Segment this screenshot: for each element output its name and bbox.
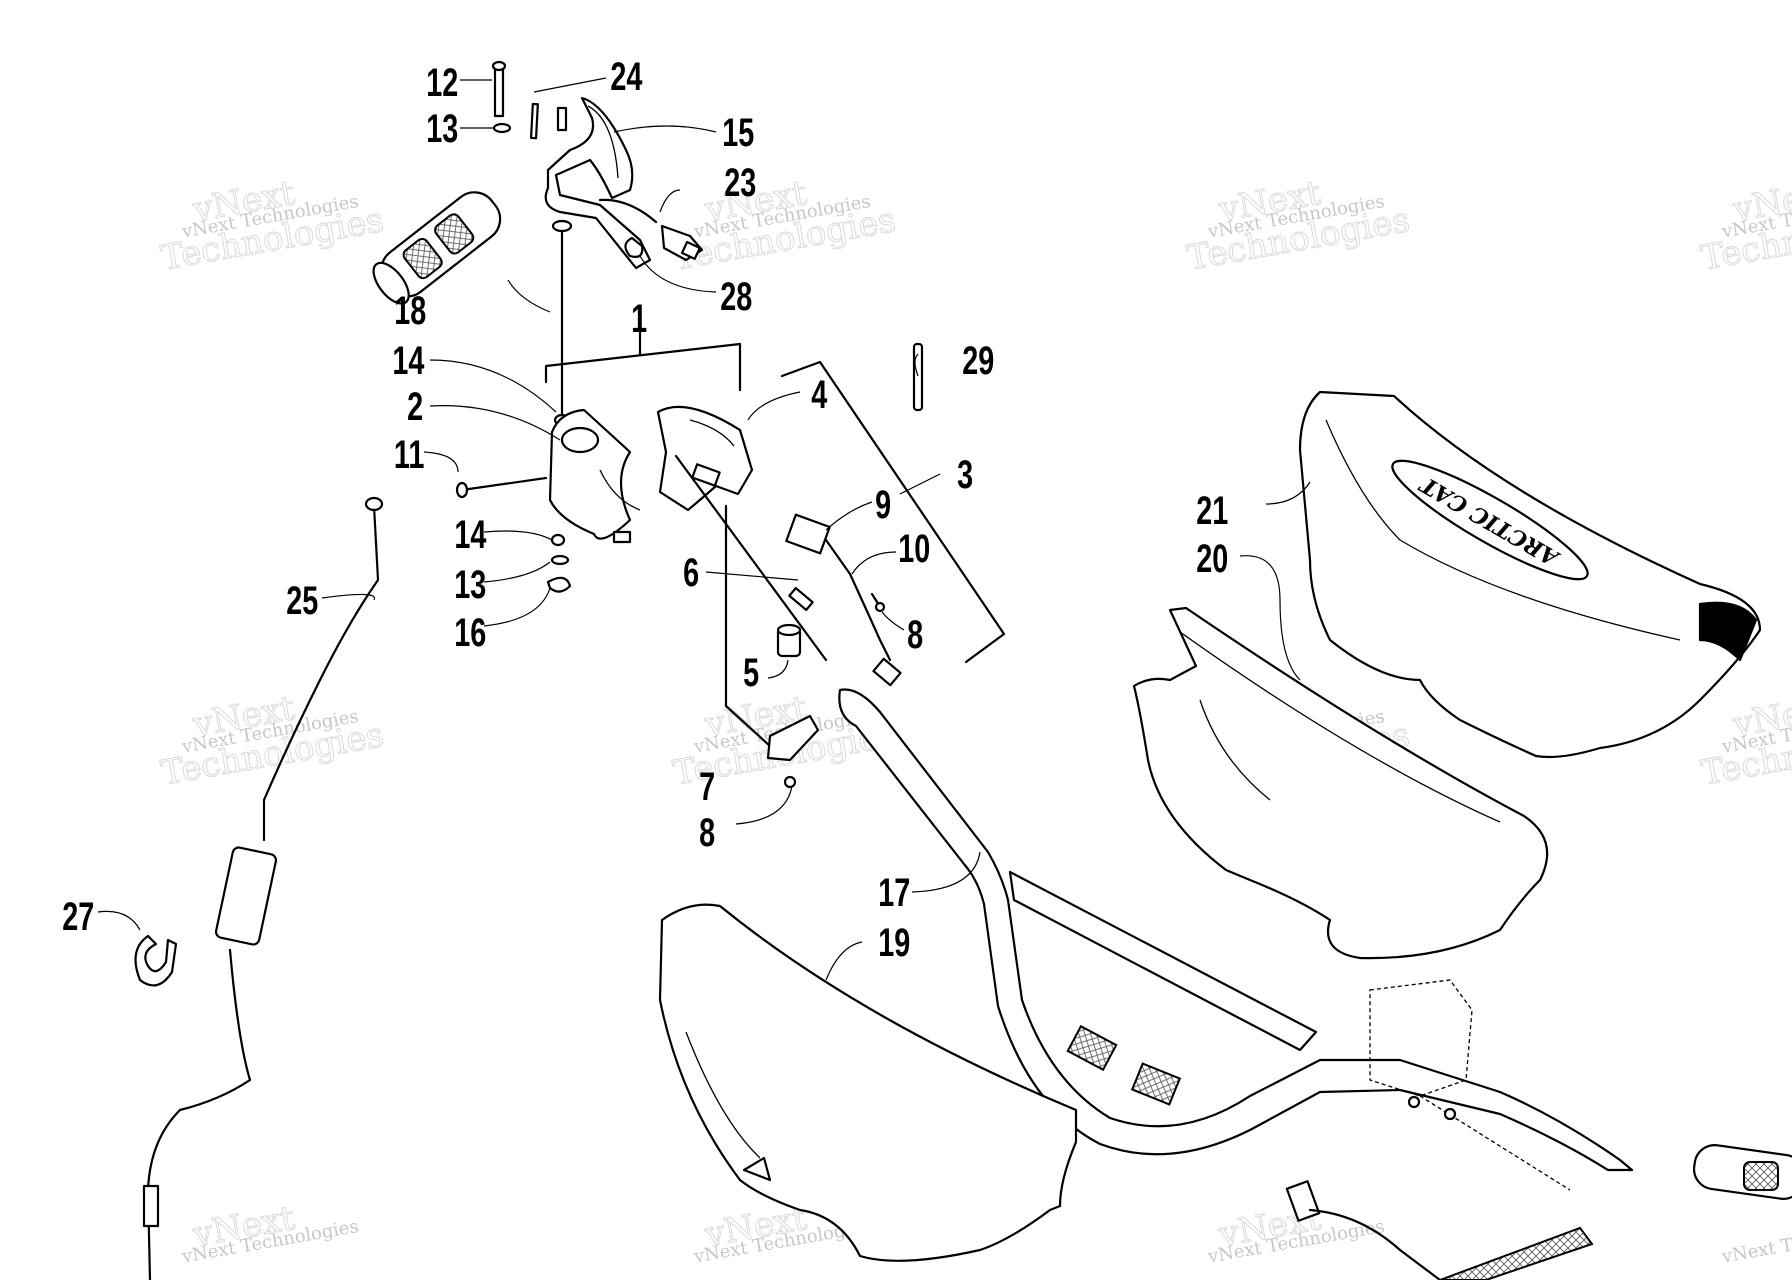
callout-14-lower: 14 [454, 512, 487, 557]
part-13-washer-lower [551, 219, 573, 233]
callout-1: 1 [631, 296, 647, 341]
part-20-hand-guard [1132, 606, 1549, 960]
callout-29: 29 [962, 338, 994, 383]
assembly-1-bracket [544, 342, 742, 392]
part-8-screw-upper [870, 592, 886, 613]
watermark-1: vNext vNext Technologies Technologies [158, 173, 388, 279]
callout-24: 24 [610, 54, 643, 99]
part-right-grip [1692, 1144, 1792, 1200]
callout-2: 2 [407, 384, 423, 429]
callout-20: 20 [1196, 536, 1228, 581]
callout-28: 28 [720, 274, 752, 319]
watermark-2: vNext vNext Technologies Technologies [670, 173, 900, 279]
watermark-12: vNext Technologies [1719, 1216, 1792, 1268]
part-29-pin [912, 342, 924, 412]
part-24-pins [529, 102, 568, 140]
part-19-hand-guard [658, 903, 1078, 1262]
part-9-switch [785, 513, 892, 662]
watermark-4: vNext vNext Technologies Technologies [1698, 173, 1792, 279]
callout-11: 11 [394, 432, 424, 477]
callout-12: 12 [426, 60, 458, 105]
part-12-pin [491, 60, 507, 118]
part-11-screw [455, 476, 548, 499]
part-7-bracket [766, 714, 820, 762]
svg-text:vNext Technologies: vNext Technologies [1719, 1216, 1792, 1268]
part-23-switch [598, 198, 704, 262]
part-16-clip [546, 576, 572, 593]
part-17-handlebar [838, 688, 1634, 1172]
part-2-housing [548, 408, 641, 544]
assembly-7-guide [724, 504, 772, 748]
callout-7: 7 [699, 764, 715, 809]
part-10-connector [872, 657, 902, 687]
part-6-pin [788, 586, 814, 612]
callout-3: 3 [957, 452, 973, 497]
part-5-bushing [776, 623, 802, 658]
part-21-cover: ARCTIC CAT [1298, 390, 1762, 759]
callout-16: 16 [454, 610, 486, 655]
callout-8-upper: 8 [907, 612, 923, 657]
callout-14: 14 [392, 338, 425, 383]
callout-17: 17 [878, 870, 910, 915]
callout-9: 9 [875, 482, 891, 527]
part-14-cap-lower [550, 533, 566, 547]
brake-assembly [1369, 979, 1571, 1191]
heater-harness [1285, 1180, 1594, 1280]
assembly-3-bracket [780, 360, 1006, 664]
part-13-washer-top [492, 122, 512, 134]
callout-21: 21 [1196, 488, 1228, 533]
part-25-cable [142, 496, 384, 1280]
part-13-washer-bottom [550, 554, 570, 566]
callout-6: 6 [683, 550, 699, 595]
part-8-screw-lower [783, 775, 797, 789]
watermark-3: vNext vNext Technologies Technologies [1184, 173, 1414, 279]
callout-13-lower: 13 [454, 562, 486, 607]
part-27-clamp [134, 934, 178, 987]
callout-19: 19 [878, 920, 910, 965]
callout-25: 25 [286, 578, 318, 623]
watermark-5: vNext vNext Technologies Technologies [158, 688, 388, 794]
callouts: 12 24 13 15 23 28 18 1 29 14 4 2 11 3 21… [62, 54, 1228, 965]
part-4-switch-housing [656, 405, 754, 512]
callout-4: 4 [811, 372, 828, 417]
part-28-clip [624, 236, 644, 258]
callout-10: 10 [898, 526, 930, 571]
part-18-grip [372, 191, 502, 305]
callout-18: 18 [394, 288, 426, 333]
watermark-9: vNext vNext Technologies [179, 1198, 360, 1268]
callout-5: 5 [743, 650, 759, 695]
leader-lines [97, 77, 1311, 981]
callout-8-lower: 8 [699, 810, 715, 855]
assembly-3-inner-line [674, 454, 828, 662]
callout-13: 13 [426, 106, 458, 151]
callout-15: 15 [722, 110, 754, 155]
callout-23: 23 [724, 160, 756, 205]
callout-27: 27 [62, 894, 94, 939]
